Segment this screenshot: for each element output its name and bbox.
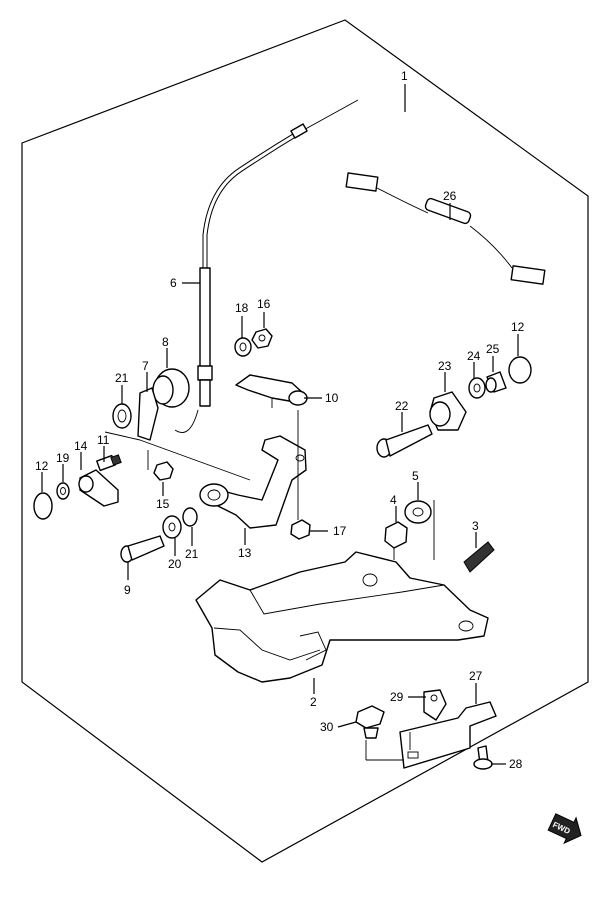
callout-19: 19 (56, 451, 70, 465)
part-29-clip (423, 689, 447, 721)
callout-3: 3 (472, 519, 479, 533)
callout-12-left: 12 (35, 459, 49, 473)
callout-30: 30 (320, 720, 334, 734)
part-26-harness (345, 172, 546, 285)
part-22-bolt (376, 424, 433, 458)
part-4-nut (384, 521, 408, 549)
part-25-bushing (485, 371, 507, 393)
callout-20: 20 (168, 557, 182, 571)
part-21-washer-upper (112, 403, 132, 429)
callout-5: 5 (412, 469, 419, 483)
part-2-main-bracket (195, 551, 489, 683)
callout-11: 11 (97, 433, 110, 447)
callout-labels: 1 2 3 4 5 6 7 8 9 10 11 12 12 13 14 15 1… (35, 69, 525, 771)
assembly-boundary (21, 19, 589, 863)
part-10-bracket (235, 374, 308, 408)
part-6-cable (174, 99, 359, 433)
part-15-nut (153, 461, 174, 481)
part-8-grommet (152, 368, 190, 408)
callout-23: 23 (438, 359, 452, 373)
callout-15: 15 (156, 497, 170, 511)
callout-7: 7 (142, 359, 149, 373)
callout-27: 27 (469, 669, 483, 683)
callout-2: 2 (310, 695, 317, 709)
part-21-washer-lower (182, 507, 198, 527)
callout-12-right: 12 (511, 320, 525, 334)
callout-14: 14 (74, 439, 88, 453)
callout-21-lower: 21 (185, 547, 199, 561)
callout-6: 6 (170, 276, 177, 290)
callout-8: 8 (162, 335, 169, 349)
callout-18: 18 (235, 301, 249, 315)
part-18-washer (234, 337, 252, 357)
part-9-bolt (120, 535, 165, 563)
callout-29: 29 (390, 690, 404, 704)
part-23-sleeve (429, 391, 467, 431)
callout-10: 10 (325, 391, 339, 405)
part-27-plate (399, 701, 497, 769)
part-11-pin (96, 454, 122, 472)
part-3-stud (463, 541, 495, 573)
part-12-ring-left (33, 492, 53, 520)
callout-17: 17 (333, 524, 347, 538)
callout-22: 22 (395, 399, 409, 413)
fwd-arrow-icon (547, 813, 582, 845)
callout-16: 16 (257, 297, 271, 311)
part-24-washer (468, 377, 486, 399)
part-14-link (78, 469, 119, 507)
assembly-lines (104, 410, 435, 761)
callout-21-upper: 21 (115, 371, 129, 385)
part-5-washer (404, 500, 432, 524)
part-19-washer (56, 482, 70, 500)
part-7-plate (137, 387, 159, 441)
part-16-nut (251, 328, 273, 349)
part-12-ring-right (508, 356, 532, 384)
part-28-bolt (473, 745, 493, 770)
callout-4: 4 (390, 493, 397, 507)
callout-1: 1 (401, 69, 408, 83)
callout-9: 9 (124, 583, 131, 597)
callout-leaders (41, 84, 519, 765)
fwd-arrow: FWD (547, 813, 582, 845)
part-30-clip (355, 705, 385, 739)
part-20-washer (162, 515, 182, 539)
callout-25: 25 (486, 342, 500, 356)
part-17-nut (290, 519, 311, 540)
callout-28: 28 (509, 757, 523, 771)
callout-24: 24 (467, 349, 481, 363)
callout-26: 26 (443, 189, 457, 203)
callout-13: 13 (238, 546, 252, 560)
part-13-lever (199, 435, 307, 529)
